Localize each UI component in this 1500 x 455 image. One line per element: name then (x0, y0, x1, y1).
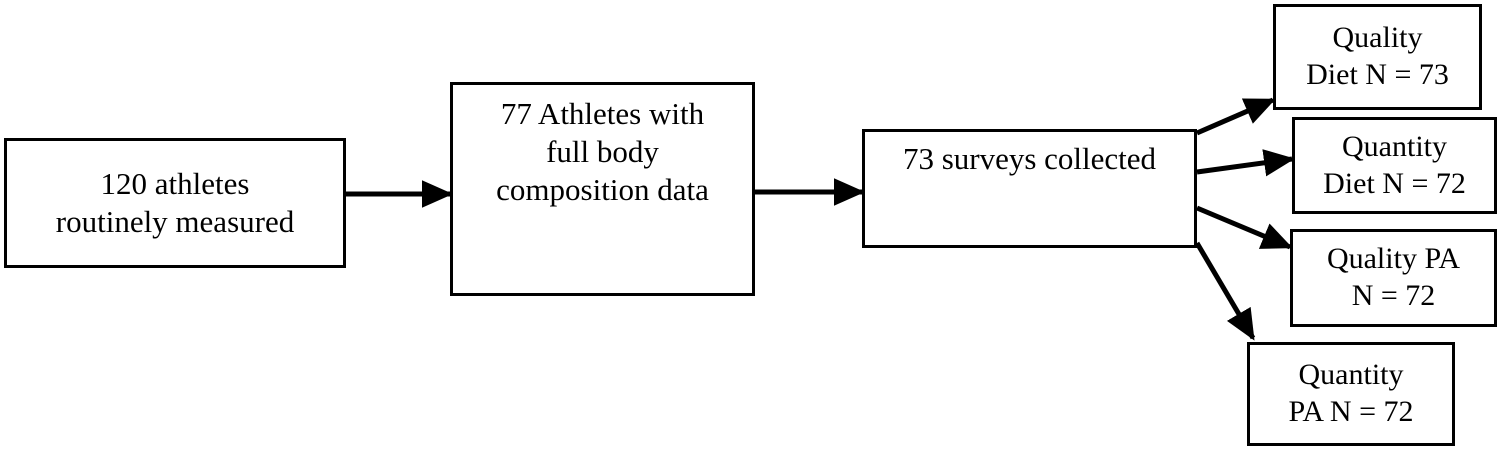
node-quality-diet: Quality Diet N = 73 (1273, 4, 1482, 110)
node-quantity-diet: Quantity Diet N = 72 (1292, 117, 1497, 214)
arrow-surveys-to-quality-pa (1196, 205, 1293, 250)
arrow-surveys-to-quality-diet (1196, 97, 1276, 136)
node-label-quantity-pa: Quantity PA N = 72 (1288, 358, 1414, 428)
connector-arrows (346, 97, 1295, 341)
arrow-surveys-to-quantity-pa (1194, 241, 1256, 341)
node-label-body-composition: 77 Athletes with full body composition d… (496, 96, 709, 207)
node-label-quality-diet: Quality Diet N = 73 (1306, 21, 1449, 91)
node-quality-pa: Quality PA N = 72 (1290, 229, 1497, 327)
node-label-cohort: 120 athletes routinely measured (55, 166, 295, 239)
node-label-quantity-diet: Quantity Diet N = 72 (1323, 129, 1466, 200)
node-label-surveys: 73 surveys collected (902, 141, 1157, 176)
node-quantity-pa: Quantity PA N = 72 (1247, 342, 1455, 446)
arrow-surveys-to-quantity-diet (1196, 149, 1295, 177)
node-surveys: 73 surveys collected (862, 129, 1197, 248)
node-cohort: 120 athletes routinely measured (4, 138, 346, 268)
node-label-quality-pa: Quality PA N = 72 (1326, 242, 1461, 312)
node-body-composition: 77 Athletes with full body composition d… (450, 82, 755, 296)
